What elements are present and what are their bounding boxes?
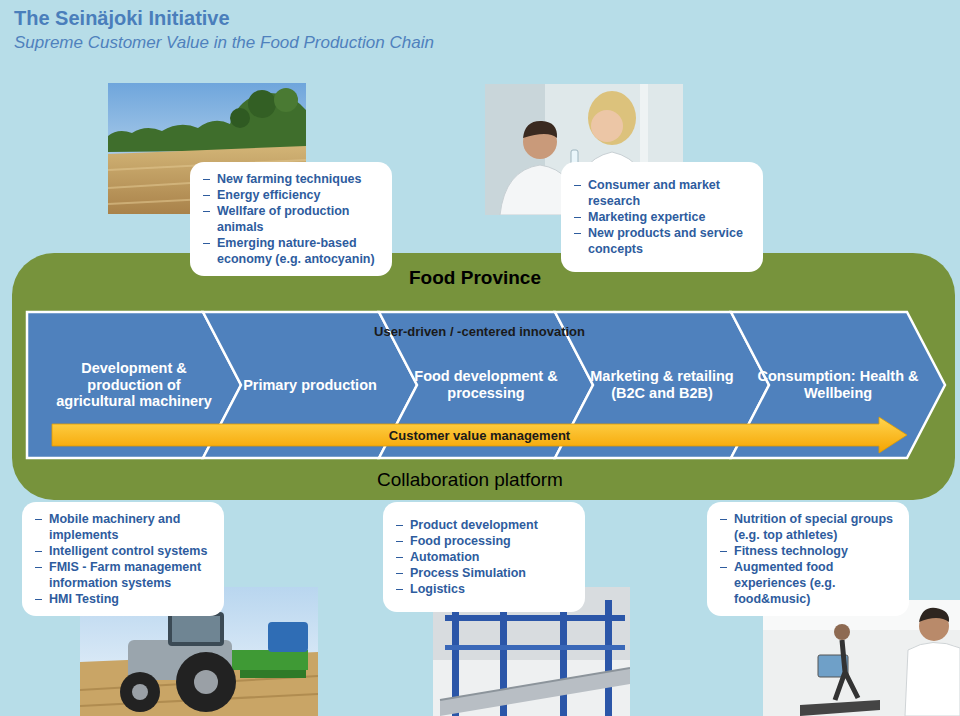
callout-box: Mobile machinery and implementsIntellige… [22, 502, 224, 616]
bullet-dash [574, 233, 581, 234]
bullet-text: Consumer and market research [588, 177, 755, 209]
bullet-dash [203, 195, 210, 196]
bullet-dash [35, 519, 42, 520]
bullet-dash [203, 179, 210, 180]
bullet-list: Consumer and market researchMarketing ex… [571, 177, 755, 257]
flow-arrow: Customer value management [52, 417, 907, 453]
bullet-dash [203, 211, 210, 212]
bullet-item: FMIS - Farm management information syste… [32, 559, 216, 591]
arrow-label: User-driven / -centered innovation [374, 324, 585, 339]
bullet-text: Fitness technology [734, 543, 901, 559]
bullet-text: Emerging nature-based economy (e.g. anto… [217, 235, 384, 267]
bullet-item: Consumer and market research [571, 177, 755, 209]
bullet-dash [35, 567, 42, 568]
stage-label: Primary production [222, 377, 398, 394]
treadmill-photo [763, 600, 960, 716]
bullet-dash [720, 519, 727, 520]
bullet-text: FMIS - Farm management information syste… [49, 559, 216, 591]
bullet-item: Food processing [393, 533, 577, 549]
band-heading: Food Province [409, 267, 541, 289]
bullet-text: Product development [410, 517, 577, 533]
stage-label: Food development & processing [398, 368, 574, 401]
bullet-dash [396, 589, 403, 590]
bullet-item: Product development [393, 517, 577, 533]
bullet-text: HMI Testing [49, 591, 216, 607]
bullet-item: Wellfare of production animals [200, 203, 384, 235]
callout-box: New farming techniquesEnergy efficiencyW… [190, 162, 392, 276]
bullet-list: Mobile machinery and implementsIntellige… [32, 511, 216, 607]
bullet-dash [720, 567, 727, 568]
bullet-list: New farming techniquesEnergy efficiencyW… [200, 171, 384, 267]
bullet-text: Food processing [410, 533, 577, 549]
chevron-outline [379, 312, 593, 458]
stage-label: Development & production of agricultural… [46, 360, 222, 410]
diagram-subtitle: Supreme Customer Value in the Food Produ… [14, 33, 434, 53]
bullet-item: Intelligent control systems [32, 543, 216, 559]
bullet-text: Intelligent control systems [49, 543, 216, 559]
arrow-label-area: Customer value management [52, 417, 907, 453]
bullet-text: Energy efficiency [217, 187, 384, 203]
bullet-dash [396, 525, 403, 526]
bullet-text: Augmented food experiences (e.g. food&mu… [734, 559, 901, 607]
bullet-item: HMI Testing [32, 591, 216, 607]
bullet-text: New farming techniques [217, 171, 384, 187]
bullet-dash [574, 185, 581, 186]
bullet-item: Energy efficiency [200, 187, 384, 203]
bullet-item: Process Simulation [393, 565, 577, 581]
callout-box: Consumer and market researchMarketing ex… [561, 162, 763, 272]
diagram-title: The Seinäjoki Initiative [14, 6, 230, 30]
bullet-item: New products and service concepts [571, 225, 755, 257]
bullet-item: Emerging nature-based economy (e.g. anto… [200, 235, 384, 267]
bullet-list: Product developmentFood processingAutoma… [393, 517, 577, 597]
bullet-text: Nutrition of special groups (e.g. top at… [734, 511, 901, 543]
bullet-item: Augmented food experiences (e.g. food&mu… [717, 559, 901, 607]
callout-box: Product developmentFood processingAutoma… [383, 502, 585, 612]
bullet-dash [720, 551, 727, 552]
bullet-dash [203, 243, 210, 244]
bullet-text: Marketing expertice [588, 209, 755, 225]
bullet-text: Mobile machinery and implements [49, 511, 216, 543]
bullet-item: Marketing expertice [571, 209, 755, 225]
callout-box: Nutrition of special groups (e.g. top at… [707, 502, 909, 616]
bullet-item: Fitness technology [717, 543, 901, 559]
platform-band: User-driven / -centered innovationDevelo… [12, 253, 955, 500]
bullet-list: Nutrition of special groups (e.g. top at… [717, 511, 901, 607]
bullet-dash [35, 551, 42, 552]
bullet-text: Wellfare of production animals [217, 203, 384, 235]
bullet-dash [396, 541, 403, 542]
bullet-text: New products and service concepts [588, 225, 755, 257]
bullet-text: Logistics [410, 581, 577, 597]
bullet-item: Automation [393, 549, 577, 565]
bullet-dash [396, 573, 403, 574]
bullet-item: Nutrition of special groups (e.g. top at… [717, 511, 901, 543]
bullet-item: Mobile machinery and implements [32, 511, 216, 543]
bullet-text: Automation [410, 549, 577, 565]
bullet-dash [35, 599, 42, 600]
arrow-outline [52, 417, 907, 453]
band-footer: Collaboration platform [377, 469, 563, 491]
bullet-dash [574, 217, 581, 218]
stage-label: Marketing & retailing (B2C and B2B) [574, 368, 750, 401]
bullet-item: New farming techniques [200, 171, 384, 187]
arrow-label: Customer value management [389, 428, 570, 443]
bullet-dash [396, 557, 403, 558]
bullet-item: Logistics [393, 581, 577, 597]
bullet-text: Process Simulation [410, 565, 577, 581]
stage-label: Consumption: Health & Wellbeing [750, 368, 926, 401]
